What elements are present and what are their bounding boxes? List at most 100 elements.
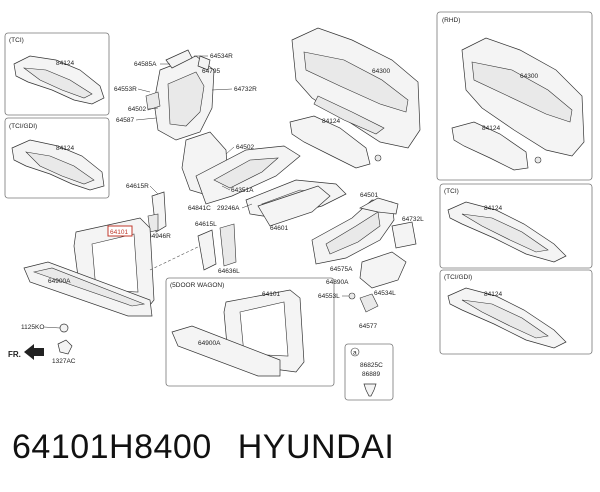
highlighted-part-box — [107, 225, 133, 237]
tcigdi-right-insulator-detail — [461, 299, 549, 339]
label-64300: 64300 — [520, 73, 538, 80]
label-64577: 64577 — [359, 323, 377, 330]
label-84124: 84124 — [482, 125, 500, 132]
clip-fastener-icon — [363, 383, 377, 397]
exploded-parts-diagram: (TCI) 84124 (TCI/GDI) 84124 64585A 64534… — [4, 11, 593, 401]
label-64101-highlighted: 64101 — [110, 229, 128, 236]
wagon-bumper-beam — [171, 325, 281, 377]
wagon-radiator-opening — [239, 301, 289, 357]
assembly-dashed-line — [149, 243, 205, 271]
label-64890A: 64890A — [326, 279, 349, 286]
label-64101: 64101 — [262, 291, 280, 298]
label-64585A: 64585A — [134, 61, 157, 68]
rhd-box-title: (RHD) — [442, 17, 460, 24]
label-64946R: 64946R — [148, 233, 171, 240]
apron-lower-lh — [359, 251, 407, 289]
bracket-64577 — [359, 293, 379, 313]
label-64795: 64795 — [202, 68, 220, 75]
tci-gdi-box-title: (TCI/GDI) — [9, 123, 37, 130]
rhd-dash-cowl — [471, 61, 573, 123]
bracket-64732L — [391, 221, 417, 249]
member-64601 — [257, 185, 331, 227]
tci-right-box-title: (TCI) — [444, 188, 459, 195]
tci-right-insulator-detail — [461, 213, 549, 253]
label-64615R: 64615R — [126, 183, 149, 190]
label-84124: 84124 — [56, 145, 74, 152]
bracket-64615L — [197, 229, 217, 271]
label-84124: 84124 — [484, 291, 502, 298]
front-direction-label: FR. — [8, 350, 21, 359]
product-caption: 64101H8400 HYUNDAI — [12, 428, 394, 478]
part-number: 64101H8400 — [12, 428, 212, 466]
bolt-1125KO — [59, 323, 69, 333]
side-member-rh-inner — [213, 157, 279, 189]
tci-gdi-right-box-title: (TCI/GDI) — [444, 274, 472, 281]
leader-line — [225, 146, 235, 155]
tci-right-variant-box — [439, 183, 593, 269]
leader-line — [43, 326, 61, 329]
fender-apron-rib — [167, 71, 205, 127]
label-64553L: 64553L — [318, 293, 340, 300]
nut-1327AC — [57, 339, 73, 355]
tci-variant-box — [4, 32, 110, 116]
label-64553R: 64553R — [114, 86, 137, 93]
leader-line — [221, 185, 231, 191]
label-64636L: 64636L — [218, 268, 240, 275]
label-29246A: 29246A — [217, 205, 240, 212]
bracket-64946R — [147, 213, 159, 233]
label-64732R: 64732R — [234, 86, 257, 93]
rhd-dash-insulator — [451, 121, 529, 171]
label-64300: 64300 — [372, 68, 390, 75]
label-64502-b: 64502 — [236, 144, 254, 151]
apron-bracket-small — [197, 55, 211, 71]
label-64601: 64601 — [270, 225, 288, 232]
front-direction-arrow-icon — [24, 344, 44, 360]
label-64575A: 64575A — [330, 266, 353, 273]
apron-bracket — [165, 49, 193, 69]
label-64615L: 64615L — [195, 221, 217, 228]
clip-64553L — [348, 292, 356, 300]
label-84124: 84124 — [56, 60, 74, 67]
dash-panel-lower-ribs — [313, 95, 385, 135]
tci-gdi-variant-box — [4, 117, 110, 199]
bracket-64636L — [219, 223, 237, 267]
brand-name: HYUNDAI — [237, 428, 395, 466]
bumper-beam-rib — [32, 267, 146, 307]
rhd-variant-box — [436, 11, 593, 181]
apron-upper-lh — [359, 197, 399, 215]
fender-apron-lh-rib — [325, 211, 381, 255]
label-64534L: 64534L — [374, 290, 396, 297]
grommet-icon — [374, 154, 382, 162]
label-86825C: 86825C — [360, 362, 383, 369]
label-86889: 86889 — [362, 371, 380, 378]
leader-line — [241, 203, 253, 209]
label-64534R: 64534R — [210, 53, 233, 60]
radiator-support-opening — [91, 233, 139, 293]
grommet-icon — [534, 156, 542, 164]
label-84124: 84124 — [322, 118, 340, 125]
label-64841C: 64841C — [188, 205, 211, 212]
label-64351A: 64351A — [231, 187, 254, 194]
clip-callout-box — [344, 343, 394, 401]
callout-marker-letter: a — [353, 350, 357, 357]
apron-flange — [145, 91, 161, 111]
callout-marker — [350, 347, 360, 357]
label-64900A: 64900A — [48, 278, 71, 285]
leader-line — [211, 88, 233, 91]
tci-box-title: (TCI) — [9, 37, 24, 44]
dash-insulator-84124 — [289, 115, 371, 169]
tci-dash-insulator-detail — [22, 67, 93, 99]
dash-panel-cowl — [303, 51, 409, 113]
label-64732L: 64732L — [402, 216, 424, 223]
label-64502: 64502 — [128, 106, 146, 113]
label-64587: 64587 — [116, 117, 134, 124]
label-84124: 84124 — [484, 205, 502, 212]
label-1125KO: 1125KO — [21, 324, 44, 331]
5door-wagon-box-title: (5DOOR WAGON) — [170, 282, 224, 289]
leader-line — [147, 107, 159, 110]
leader-line — [135, 117, 157, 121]
leader-line — [137, 88, 151, 93]
tci-gdi-right-variant-box — [439, 269, 593, 355]
label-64900A: 64900A — [198, 340, 221, 347]
5door-wagon-variant-box — [165, 277, 335, 387]
